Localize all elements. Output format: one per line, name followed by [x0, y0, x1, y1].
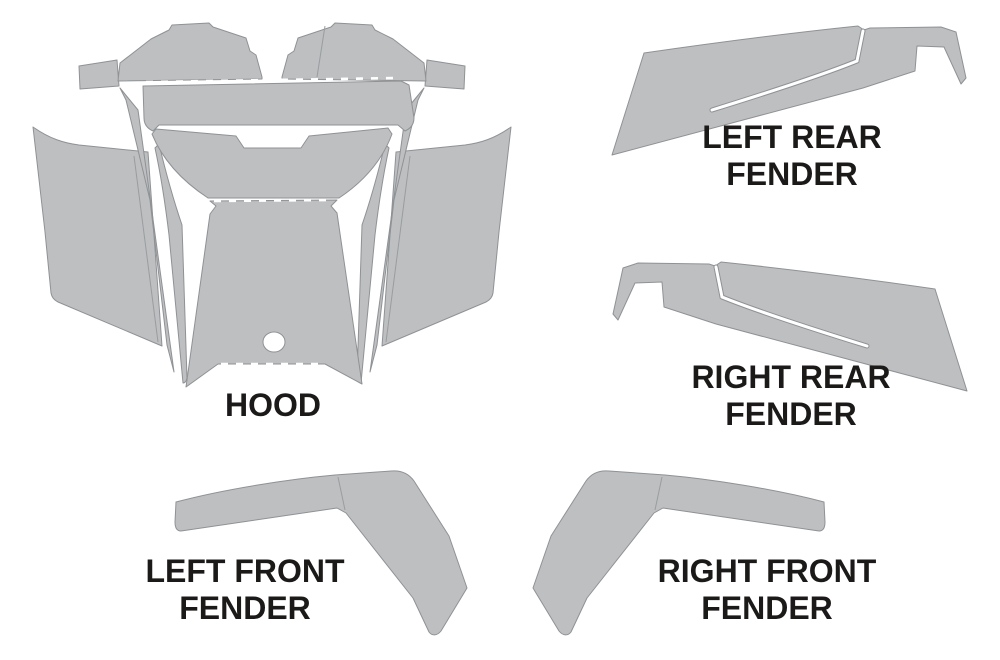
hood-left-shoulder	[117, 22, 263, 82]
hood-top-band	[142, 80, 415, 132]
left-rear-fender-shape	[611, 25, 967, 156]
hood-right-shoulder-crease	[316, 25, 326, 78]
right-rear-fender-label-line1: RIGHT REAR	[691, 359, 891, 395]
hood-left-half	[32, 22, 263, 384]
hood-shape	[32, 22, 512, 388]
rear-fender-slit	[710, 29, 865, 112]
left-front-fender-label: LEFT FRONT FENDER	[145, 553, 344, 627]
hood-left-wing	[32, 126, 163, 347]
hood-left-corner-panel	[78, 59, 120, 90]
left-front-fender-shape	[174, 470, 468, 636]
right-front-fender-label: RIGHT FRONT FENDER	[658, 553, 877, 627]
left-rear-fender-label-line2: FENDER	[726, 156, 858, 192]
left-front-fender-label-line2: FENDER	[179, 590, 311, 626]
right-front-fender-label-line1: RIGHT FRONT	[657, 553, 877, 589]
left-front-fender-label-line1: LEFT FRONT	[145, 553, 345, 589]
rear-fender-body	[611, 25, 967, 156]
right-rear-fender-label-line2: FENDER	[725, 396, 857, 432]
right-rear-fender-label: RIGHT REAR FENDER	[691, 359, 890, 433]
hood-left-cheek	[154, 143, 188, 384]
front-fender-body	[174, 470, 468, 636]
hood-seam-dashed-line	[145, 76, 399, 84]
hood-left-wing-fold-line	[133, 155, 159, 343]
left-rear-fender-label-line1: LEFT REAR	[702, 119, 882, 155]
hood-tongue-top-dashes	[213, 198, 335, 203]
right-front-fender-label-line2: FENDER	[701, 590, 833, 626]
front-fender-knee-crease	[337, 476, 346, 511]
hood-label: HOOD	[225, 387, 321, 424]
hood-left-strip	[119, 87, 175, 373]
left-rear-fender-label: LEFT REAR FENDER	[702, 119, 882, 193]
hood-upper-plate	[151, 127, 393, 199]
hood-label-text: HOOD	[225, 387, 321, 423]
hood-center-tongue	[185, 199, 363, 388]
